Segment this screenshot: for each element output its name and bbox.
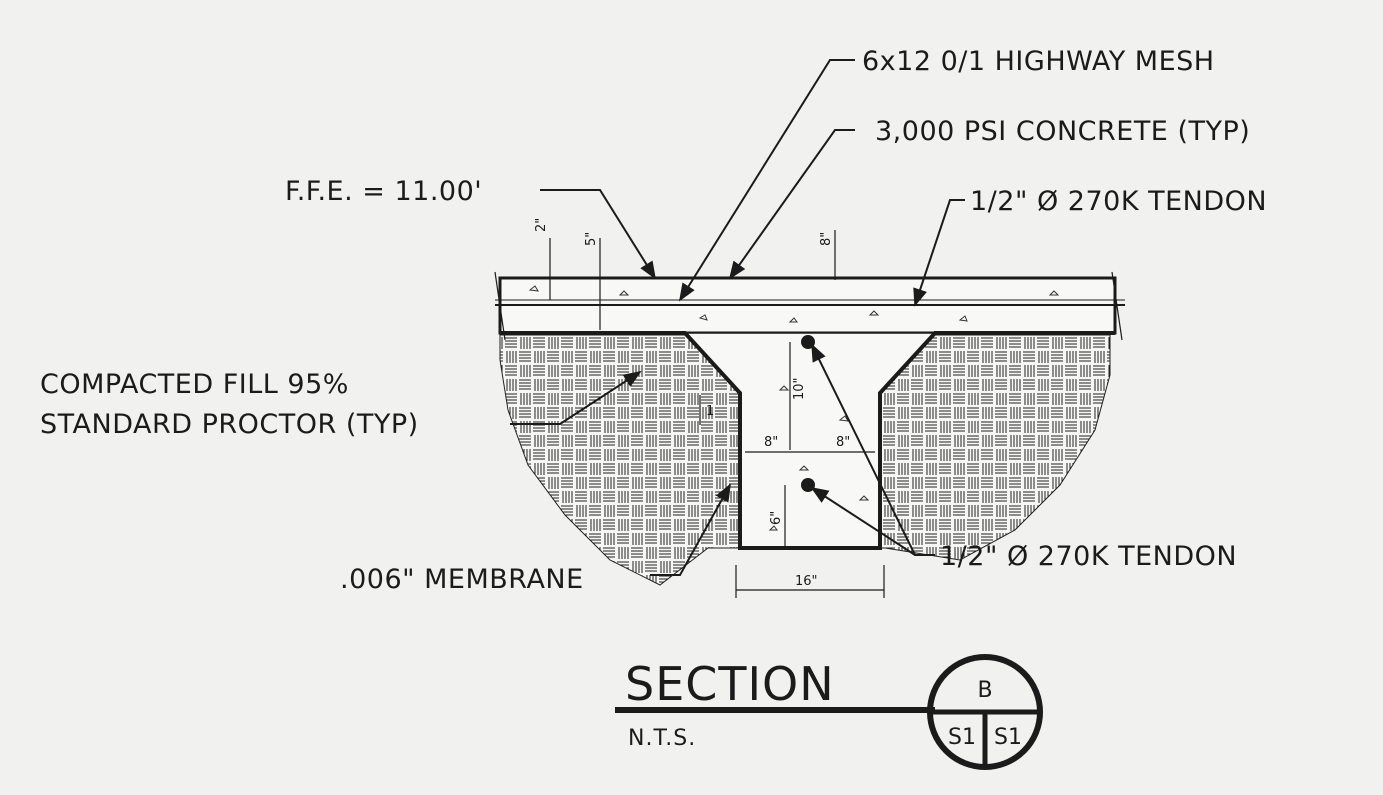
compacted-fill-left: [499, 334, 741, 586]
callout-tendon-beam: 1/2" Ø 270K TENDON: [940, 541, 1237, 572]
callout-concrete: 3,000 PSI CONCRETE (TYP): [875, 116, 1250, 147]
membrane-line: [500, 331, 1115, 550]
callout-fill-line1: COMPACTED FILL 95%: [40, 369, 349, 400]
dim-8in-left: 8": [764, 435, 778, 450]
section-scale: N.T.S.: [628, 726, 696, 751]
dim-8in-right: 8": [836, 435, 850, 450]
dim-6in: 6": [769, 511, 784, 525]
dim-10in: 10": [792, 377, 807, 400]
slab-break-right: [1111, 271, 1123, 341]
slab-break-left: [494, 271, 506, 341]
dim-2in: 2": [534, 218, 549, 232]
dim-16in: 16": [795, 574, 818, 589]
tendon-lower: [801, 478, 815, 492]
dim-8in-top: 8": [819, 232, 834, 246]
callout-fill-line2: STANDARD PROCTOR (TYP): [40, 409, 419, 440]
sheet-ref-right: S1: [994, 725, 1022, 750]
compacted-fill-right: [879, 334, 1111, 561]
leader-lines: [510, 59, 965, 576]
section-title-block: SECTION N.T.S. B S1 S1: [615, 654, 1043, 770]
callout-membrane: .006" MEMBRANE: [340, 564, 584, 595]
sheet-ref-left: S1: [948, 725, 976, 750]
callout-mesh: 6x12 0/1 HIGHWAY MESH: [862, 46, 1215, 77]
dim-slope: 1: [706, 404, 714, 419]
section-title: SECTION: [625, 657, 835, 711]
dimension-lines: [549, 230, 885, 598]
callout-tendon-top: 1/2" Ø 270K TENDON: [970, 186, 1267, 217]
callout-ffe: F.F.E. = 11.00': [285, 176, 482, 207]
detail-letter: B: [977, 678, 992, 703]
dim-5in: 5": [584, 232, 599, 246]
concrete-stipple: [528, 285, 1060, 531]
